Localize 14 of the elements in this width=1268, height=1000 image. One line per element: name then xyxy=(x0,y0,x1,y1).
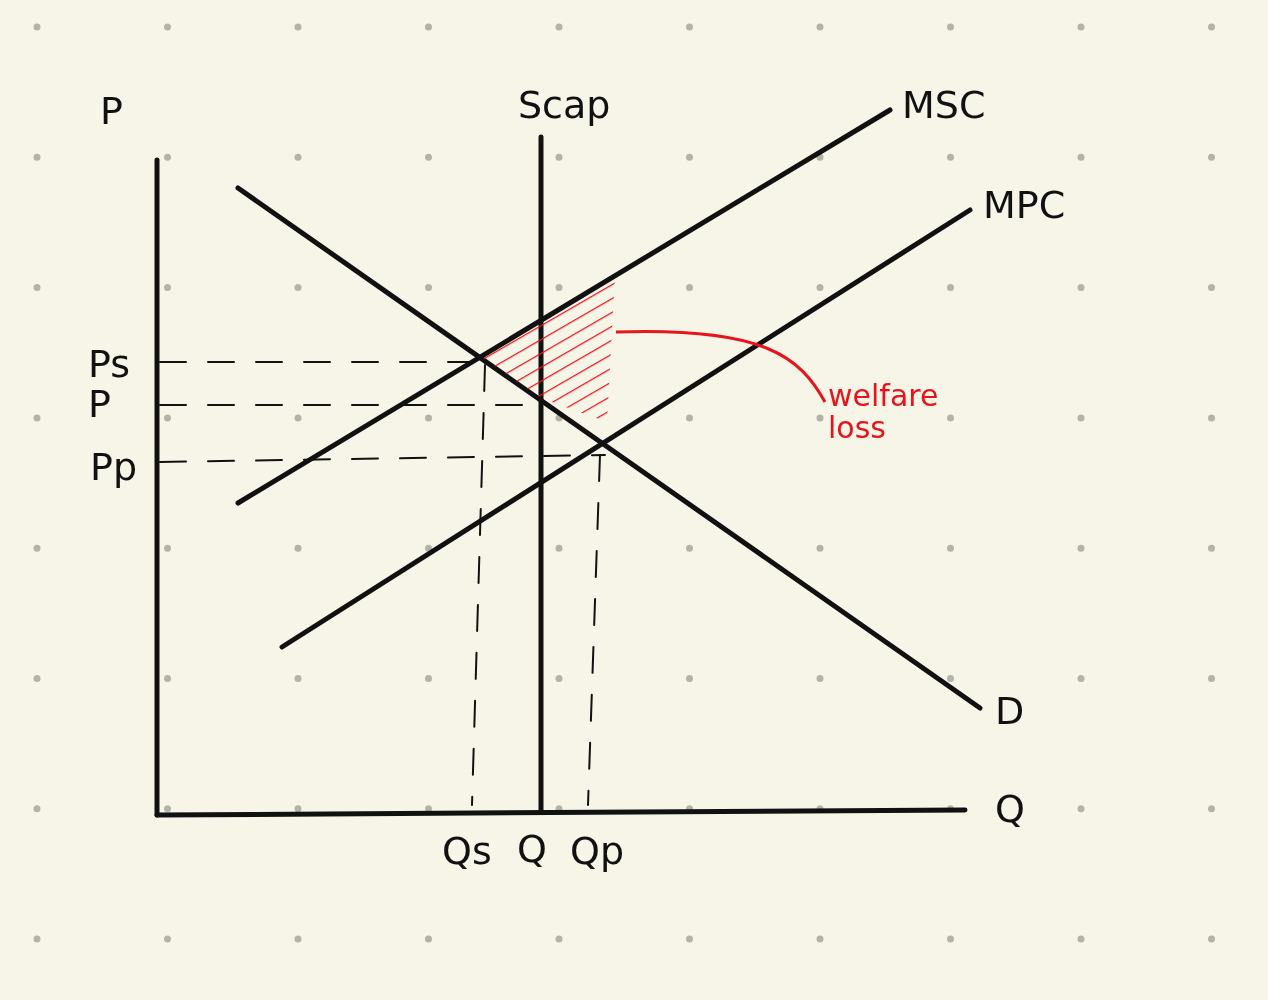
annotation-label: welfare loss xyxy=(828,380,948,443)
price-label: Ps xyxy=(88,345,131,383)
price-label: Pp xyxy=(90,448,138,486)
quantity-label: Qs xyxy=(442,832,492,870)
leader-line xyxy=(615,330,827,403)
curve-label: D xyxy=(995,692,1025,730)
curve-label: MSC xyxy=(902,86,986,124)
price-label: P xyxy=(88,385,111,423)
axis-label: P xyxy=(100,92,123,130)
quantity-label: Qp xyxy=(570,832,625,870)
quantity-label: Q xyxy=(517,830,547,868)
axis-label: Q xyxy=(995,790,1025,828)
curve-label: MPC xyxy=(983,186,1066,224)
curve-label: Scap xyxy=(518,86,611,124)
